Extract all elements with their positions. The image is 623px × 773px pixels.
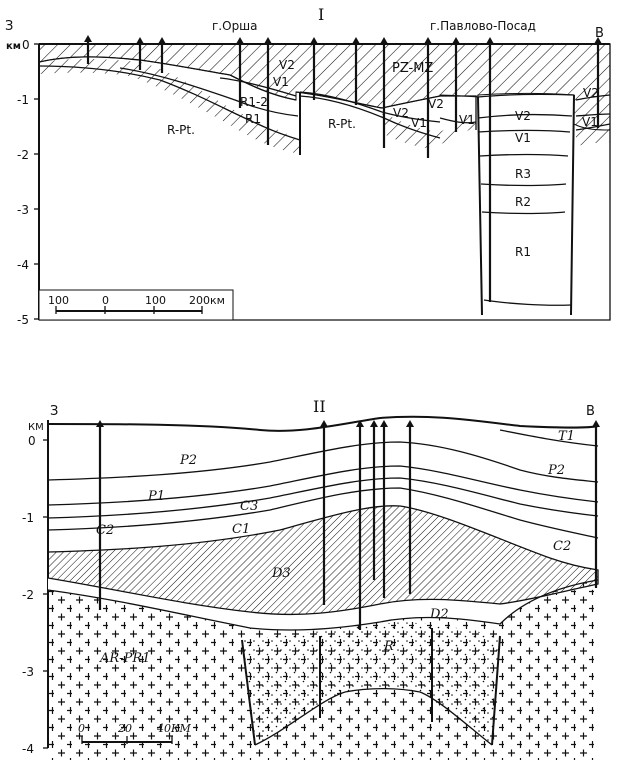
section-one-east: В [595, 26, 604, 41]
right-basement-band [576, 122, 610, 146]
label-v1-e: V1 [582, 115, 598, 129]
s1-scale-tick-1: 0 [102, 294, 109, 307]
label-r2: R2 [515, 195, 531, 209]
section-one-wells [84, 35, 602, 302]
section-two-roman: II [313, 397, 326, 416]
label-r: R [383, 639, 394, 654]
label-pz-mz: PZ-MZ [392, 61, 433, 76]
label-p1: P1 [147, 489, 165, 504]
left-basement-band [39, 59, 300, 154]
s1-scale-tick-0: 100 [48, 294, 69, 307]
label-v1-c: V1 [459, 113, 475, 127]
section-one-labels: PZ-MZ R-Pt. R-Pt. R1-2 R1 V2 V1 V2 V1 V2… [167, 58, 599, 259]
label-ar-pr1: AR-PR1 [99, 651, 150, 666]
section-two-axis-unit: КМ [28, 422, 44, 433]
section-one: I З В г.Орша г.Павлово-Посад км 0 -1 -2 … [5, 5, 611, 327]
section-two-east: В [586, 404, 595, 419]
section-one-west: З [5, 19, 13, 34]
city-orsha: г.Орша [212, 19, 258, 33]
label-c2-right: C2 [553, 539, 571, 554]
riphean-graben [242, 622, 500, 745]
section-two: II З В КМ 0 -1 -2 -3 -4 [22, 397, 600, 760]
section-two-scale-bar: 0 20 40КМ [78, 722, 192, 744]
section-two-labels: P2 P2 T1 P1 C3 C1 C2 C2 D3 D2 R AR-PR1 [96, 429, 575, 666]
label-v2-c: V2 [428, 97, 444, 111]
label-p2-left: P2 [179, 453, 197, 468]
label-v2-e: V2 [583, 86, 599, 100]
s1-scale-tick-2: 100 [145, 294, 166, 307]
label-v1-a: V1 [273, 75, 289, 89]
s2-scale-tick-1: 20 [117, 722, 132, 735]
label-r-pt-left: R-Pt. [167, 123, 195, 137]
label-v1-d: V1 [515, 131, 531, 145]
s2-tick-1: -1 [22, 511, 34, 525]
label-r1-right: R1 [515, 245, 531, 259]
label-v1-b: V1 [411, 116, 427, 130]
label-r-pt-mid: R-Pt. [328, 117, 356, 131]
s1-tick-5: -5 [17, 313, 29, 327]
section-one-scale-bar: 100 0 100 200км [38, 289, 234, 321]
section-two-west: З [50, 404, 58, 419]
s2-scale-tick-0: 0 [78, 722, 85, 735]
city-pavlovo-posad: г.Павлово-Посад [430, 19, 536, 33]
label-r1-left: R1 [245, 112, 261, 126]
s1-tick-2: -2 [17, 148, 29, 162]
label-c1: C1 [232, 522, 250, 537]
section-one-depth-ticks: 0 -1 -2 -3 -4 -5 [17, 38, 39, 327]
label-c2-left: C2 [96, 523, 114, 538]
s2-tick-3: -3 [22, 665, 34, 679]
label-c3: C3 [240, 499, 258, 514]
label-d3: D3 [271, 566, 291, 581]
label-r12: R1-2 [240, 95, 268, 109]
label-p2-right: P2 [547, 463, 565, 478]
label-v2-d: V2 [515, 109, 531, 123]
s1-tick-1: -1 [17, 93, 29, 107]
section-one-roman: I [318, 5, 324, 24]
s2-scale-tick-2: 40КМ [156, 722, 192, 735]
label-d2: D2 [429, 607, 449, 622]
label-r3: R3 [515, 167, 531, 181]
section-one-axis-unit: км [6, 41, 21, 52]
label-v2-b: V2 [393, 106, 409, 120]
section-two-depth-ticks: 0 -1 -2 -3 -4 [22, 434, 48, 756]
s2-tick-0: 0 [28, 434, 36, 448]
s1-tick-0: 0 [22, 38, 30, 52]
s2-tick-4: -4 [22, 742, 34, 756]
s1-scale-tick-3: 200км [189, 294, 225, 307]
middle-basement-band [382, 112, 476, 148]
label-t1: T1 [558, 429, 575, 444]
d2-layer [48, 578, 598, 629]
s1-tick-3: -3 [17, 203, 29, 217]
s2-tick-2: -2 [22, 588, 34, 602]
section-two-wells [96, 420, 600, 630]
label-v2-a: V2 [279, 58, 295, 72]
s1-tick-4: -4 [17, 258, 29, 272]
